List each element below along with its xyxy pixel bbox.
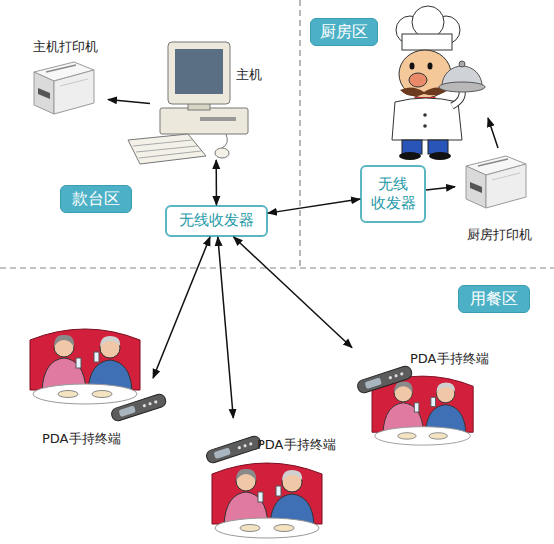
pda-drawing bbox=[110, 393, 167, 423]
zone-tag: 厨房区 bbox=[310, 18, 378, 46]
pda-terminal: PDA手持终端 bbox=[352, 346, 517, 388]
node-label: PDA手持终端 bbox=[42, 430, 121, 448]
printer-icon: 主机打印机 bbox=[22, 38, 108, 120]
connector-arrow bbox=[108, 99, 150, 103]
printer-drawing bbox=[466, 156, 526, 208]
diners-drawing bbox=[372, 376, 473, 445]
pda-terminal: PDA手持终端 bbox=[40, 378, 170, 453]
node-label: 无线 收发器 bbox=[367, 175, 419, 214]
transceiver-box: 无线 收发器 bbox=[360, 165, 426, 223]
node-label: 厨房区 bbox=[320, 22, 368, 43]
diners-drawing bbox=[30, 329, 140, 404]
node-label: 无线收发器 bbox=[179, 211, 254, 231]
node-label: 用餐区 bbox=[470, 289, 518, 310]
connector-arrow bbox=[426, 187, 455, 190]
computer-drawing bbox=[128, 42, 248, 164]
connector-arrow bbox=[218, 237, 233, 418]
zone-tag: 用餐区 bbox=[458, 285, 530, 313]
diners-drawing bbox=[212, 463, 322, 538]
printer-icon: 厨房打印机 bbox=[455, 148, 543, 248]
pda-terminal: PDA手持终端 bbox=[205, 418, 355, 458]
chef-drawing bbox=[392, 6, 498, 160]
node-label: 主机打印机 bbox=[22, 38, 108, 56]
connector-arrow bbox=[215, 160, 217, 205]
host-computer: 主机 bbox=[150, 40, 270, 160]
node-label: 款台区 bbox=[72, 189, 120, 210]
node-label: 厨房打印机 bbox=[455, 226, 543, 244]
pda-drawing bbox=[205, 435, 262, 465]
transceiver-box: 无线收发器 bbox=[165, 205, 268, 237]
zone-tag: 款台区 bbox=[60, 185, 132, 213]
zone-divider bbox=[0, 0, 554, 268]
connector-arrow bbox=[153, 237, 210, 378]
connector-arrow bbox=[234, 237, 352, 348]
connector-arrow bbox=[268, 199, 360, 213]
node-label: PDA手持终端 bbox=[257, 436, 336, 454]
node-label: 主机 bbox=[236, 66, 262, 84]
node-label: PDA手持终端 bbox=[410, 350, 489, 368]
pda-drawing bbox=[356, 365, 413, 395]
printer-drawing bbox=[34, 62, 94, 114]
